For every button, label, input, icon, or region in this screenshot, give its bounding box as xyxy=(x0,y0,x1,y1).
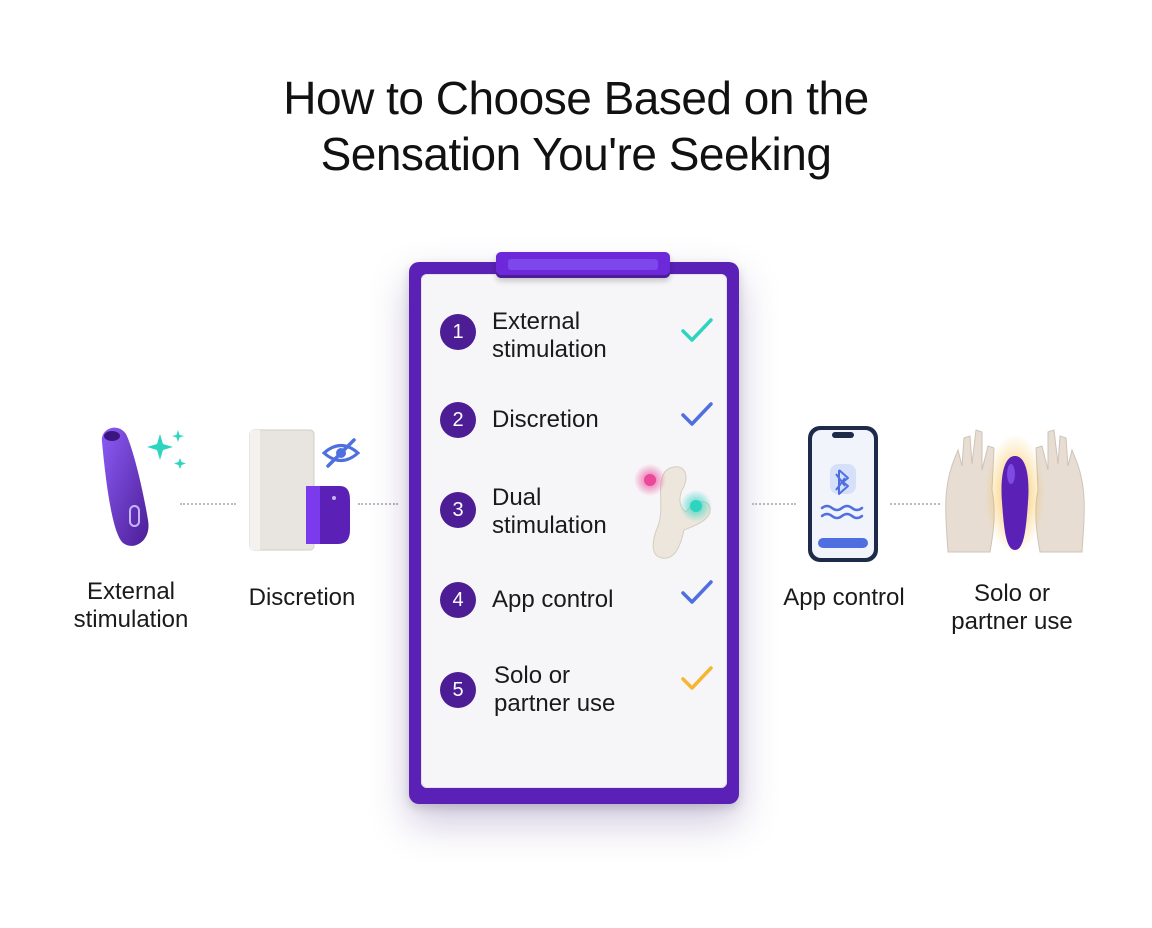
page-title: How to Choose Based on the Sensation You… xyxy=(0,70,1152,182)
hands-with-device xyxy=(945,429,1085,554)
item-label: App control xyxy=(492,586,613,614)
label-discretion: Discretion xyxy=(232,584,372,612)
checklist-item: 2 Discretion xyxy=(440,400,720,440)
item-number: 3 xyxy=(440,492,476,528)
item-number: 4 xyxy=(440,582,476,618)
item-number: 1 xyxy=(440,314,476,350)
connector-dots xyxy=(752,503,796,505)
label-line: App control xyxy=(783,584,905,611)
connector-dots xyxy=(180,503,236,505)
check-icon xyxy=(681,318,713,342)
label-app-control: App control xyxy=(766,584,922,612)
checklist-item: 5 Solo or partner use xyxy=(440,660,720,720)
bluetooth-icon xyxy=(835,469,849,495)
label-line: Discretion xyxy=(248,584,356,611)
wave-icon xyxy=(820,504,864,512)
item-label-line: stimulation xyxy=(492,512,607,539)
discretion-box xyxy=(249,429,350,551)
item-label: External stimulation xyxy=(492,308,607,364)
checklist-item: 3 Dual stimulation xyxy=(440,482,720,542)
item-label: Solo or partner use xyxy=(494,662,615,718)
phone-app-control xyxy=(808,426,878,562)
connector-dots xyxy=(358,503,398,505)
check-icon xyxy=(681,580,713,604)
item-label-line: App control xyxy=(492,586,614,613)
title-line-2: Sensation You're Seeking xyxy=(320,128,832,180)
checklist-item: 1 External stimulation xyxy=(440,308,720,368)
item-label-line: partner use xyxy=(494,690,616,717)
label-line: partner use xyxy=(951,608,1073,635)
item-number: 2 xyxy=(440,402,476,438)
check-icon xyxy=(681,402,713,426)
label-external-stimulation: External stimulation xyxy=(50,578,212,634)
item-label-line: Dual xyxy=(492,484,542,511)
item-label: Dual stimulation xyxy=(492,484,607,540)
item-label-line: External xyxy=(492,308,581,335)
item-label-line: Discretion xyxy=(492,406,599,433)
label-line: Solo or xyxy=(973,580,1051,607)
eye-slash-icon xyxy=(322,438,360,468)
clipboard-clip-highlight xyxy=(508,259,658,270)
dual-stimulation-device xyxy=(634,464,712,559)
check-icon xyxy=(681,666,713,690)
label-solo-or-partner-use: Solo or partner use xyxy=(932,580,1092,636)
label-line: External xyxy=(86,578,176,605)
item-number: 5 xyxy=(440,672,476,708)
label-line: stimulation xyxy=(73,606,189,633)
checklist-item: 4 App control xyxy=(440,580,720,620)
external-stimulation-device xyxy=(101,427,149,546)
connector-dots xyxy=(890,503,940,505)
title-line-1: How to Choose Based on the xyxy=(283,72,869,124)
item-label: Discretion xyxy=(492,406,599,434)
checklist-clipboard xyxy=(409,262,739,804)
sparkle-icon xyxy=(147,430,186,469)
item-label-line: Solo or xyxy=(494,662,571,689)
item-label-line: stimulation xyxy=(492,336,607,363)
